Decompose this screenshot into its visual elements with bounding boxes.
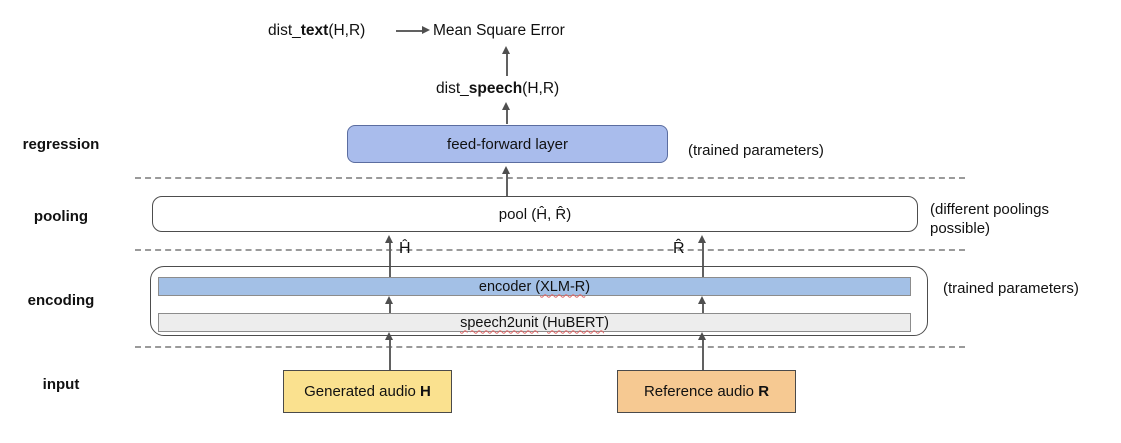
row-label-encoding: encoding <box>27 292 95 309</box>
row-label-regression: regression <box>22 136 100 153</box>
dist-text-post: (H,R) <box>328 22 366 39</box>
generated-audio-box: Generated audio H <box>283 370 452 413</box>
feed-forward-layer-box: feed-forward layer <box>347 125 668 163</box>
arrow-input-to-unit-h <box>386 332 393 370</box>
reference-audio-bold: R <box>758 383 770 400</box>
arrow-input-to-unit-r <box>699 332 706 370</box>
dist-text-bold: text <box>300 22 329 39</box>
dashed-separator-regression-pooling <box>135 177 965 179</box>
arrow-encoder-to-pool-h <box>386 235 393 277</box>
dist-speech-bold: speech <box>468 80 523 97</box>
arrow-dist-text-to-mse <box>396 27 430 34</box>
speech2unit-label-term2: HuBERT <box>547 314 605 331</box>
dist-text-pre: dist_ <box>268 22 301 39</box>
speech2unit-label-post: ) <box>604 314 609 331</box>
dashed-separator-encoding-input <box>135 346 965 348</box>
encoder-label-pre: encoder ( <box>478 278 541 295</box>
generated-audio-label: Generated audio H <box>304 383 431 400</box>
r-hat-label: R̂ <box>673 240 685 257</box>
note-different-poolings-line2: possible) <box>930 220 991 237</box>
generated-audio-bold: H <box>420 383 431 400</box>
h-hat-label: Ĥ <box>399 240 411 257</box>
encoding-outer-box <box>150 266 928 336</box>
arrow-ff-to-dist-speech <box>503 102 510 124</box>
mse-label: Mean Square Error <box>433 22 565 39</box>
note-trained-parameters-regression: (trained parameters) <box>688 142 824 159</box>
dist-text-formula: dist_text(H,R) <box>268 22 365 40</box>
dist-speech-post: (H,R) <box>522 80 560 97</box>
speech2unit-label-term1: speech2unit <box>460 314 539 331</box>
feed-forward-layer-label: feed-forward layer <box>447 135 568 153</box>
speech2unit-label: speech2unit (HuBERT) <box>460 315 609 331</box>
arrow-encoder-to-pool-r <box>699 235 706 277</box>
row-label-pooling: pooling <box>33 208 89 225</box>
pool-box: pool (Ĥ, R̂) <box>152 196 918 232</box>
dist-speech-formula: dist_speech(H,R) <box>436 80 559 98</box>
speech2unit-label-mid: ( <box>538 314 548 331</box>
arrow-pool-to-ff <box>503 166 510 196</box>
row-label-input: input <box>42 376 80 393</box>
reference-audio-box: Reference audio R <box>617 370 796 413</box>
generated-audio-pre: Generated audio <box>304 383 421 400</box>
note-different-poolings-line1: (different poolings <box>930 201 1049 218</box>
arrow-unit-to-encoder-r <box>699 296 706 313</box>
encoder-label-term: XLM-R <box>540 278 586 295</box>
reference-audio-label: Reference audio R <box>644 383 769 400</box>
encoder-label: encoder (XLM-R) <box>479 279 590 295</box>
reference-audio-pre: Reference audio <box>643 383 759 400</box>
encoder-bar: encoder (XLM-R) <box>158 277 911 296</box>
arrow-dist-speech-to-mse <box>503 46 510 76</box>
dist-speech-pre: dist_ <box>436 80 469 97</box>
encoder-label-post: ) <box>585 278 591 295</box>
dashed-separator-pooling-encoding <box>135 249 965 251</box>
note-different-poolings: (different poolings possible) <box>930 200 1049 238</box>
arrow-unit-to-encoder-h <box>386 296 393 313</box>
note-trained-parameters-encoding: (trained parameters) <box>943 280 1079 297</box>
speech2unit-bar: speech2unit (HuBERT) <box>158 313 911 332</box>
pool-label: pool (Ĥ, R̂) <box>498 205 572 223</box>
